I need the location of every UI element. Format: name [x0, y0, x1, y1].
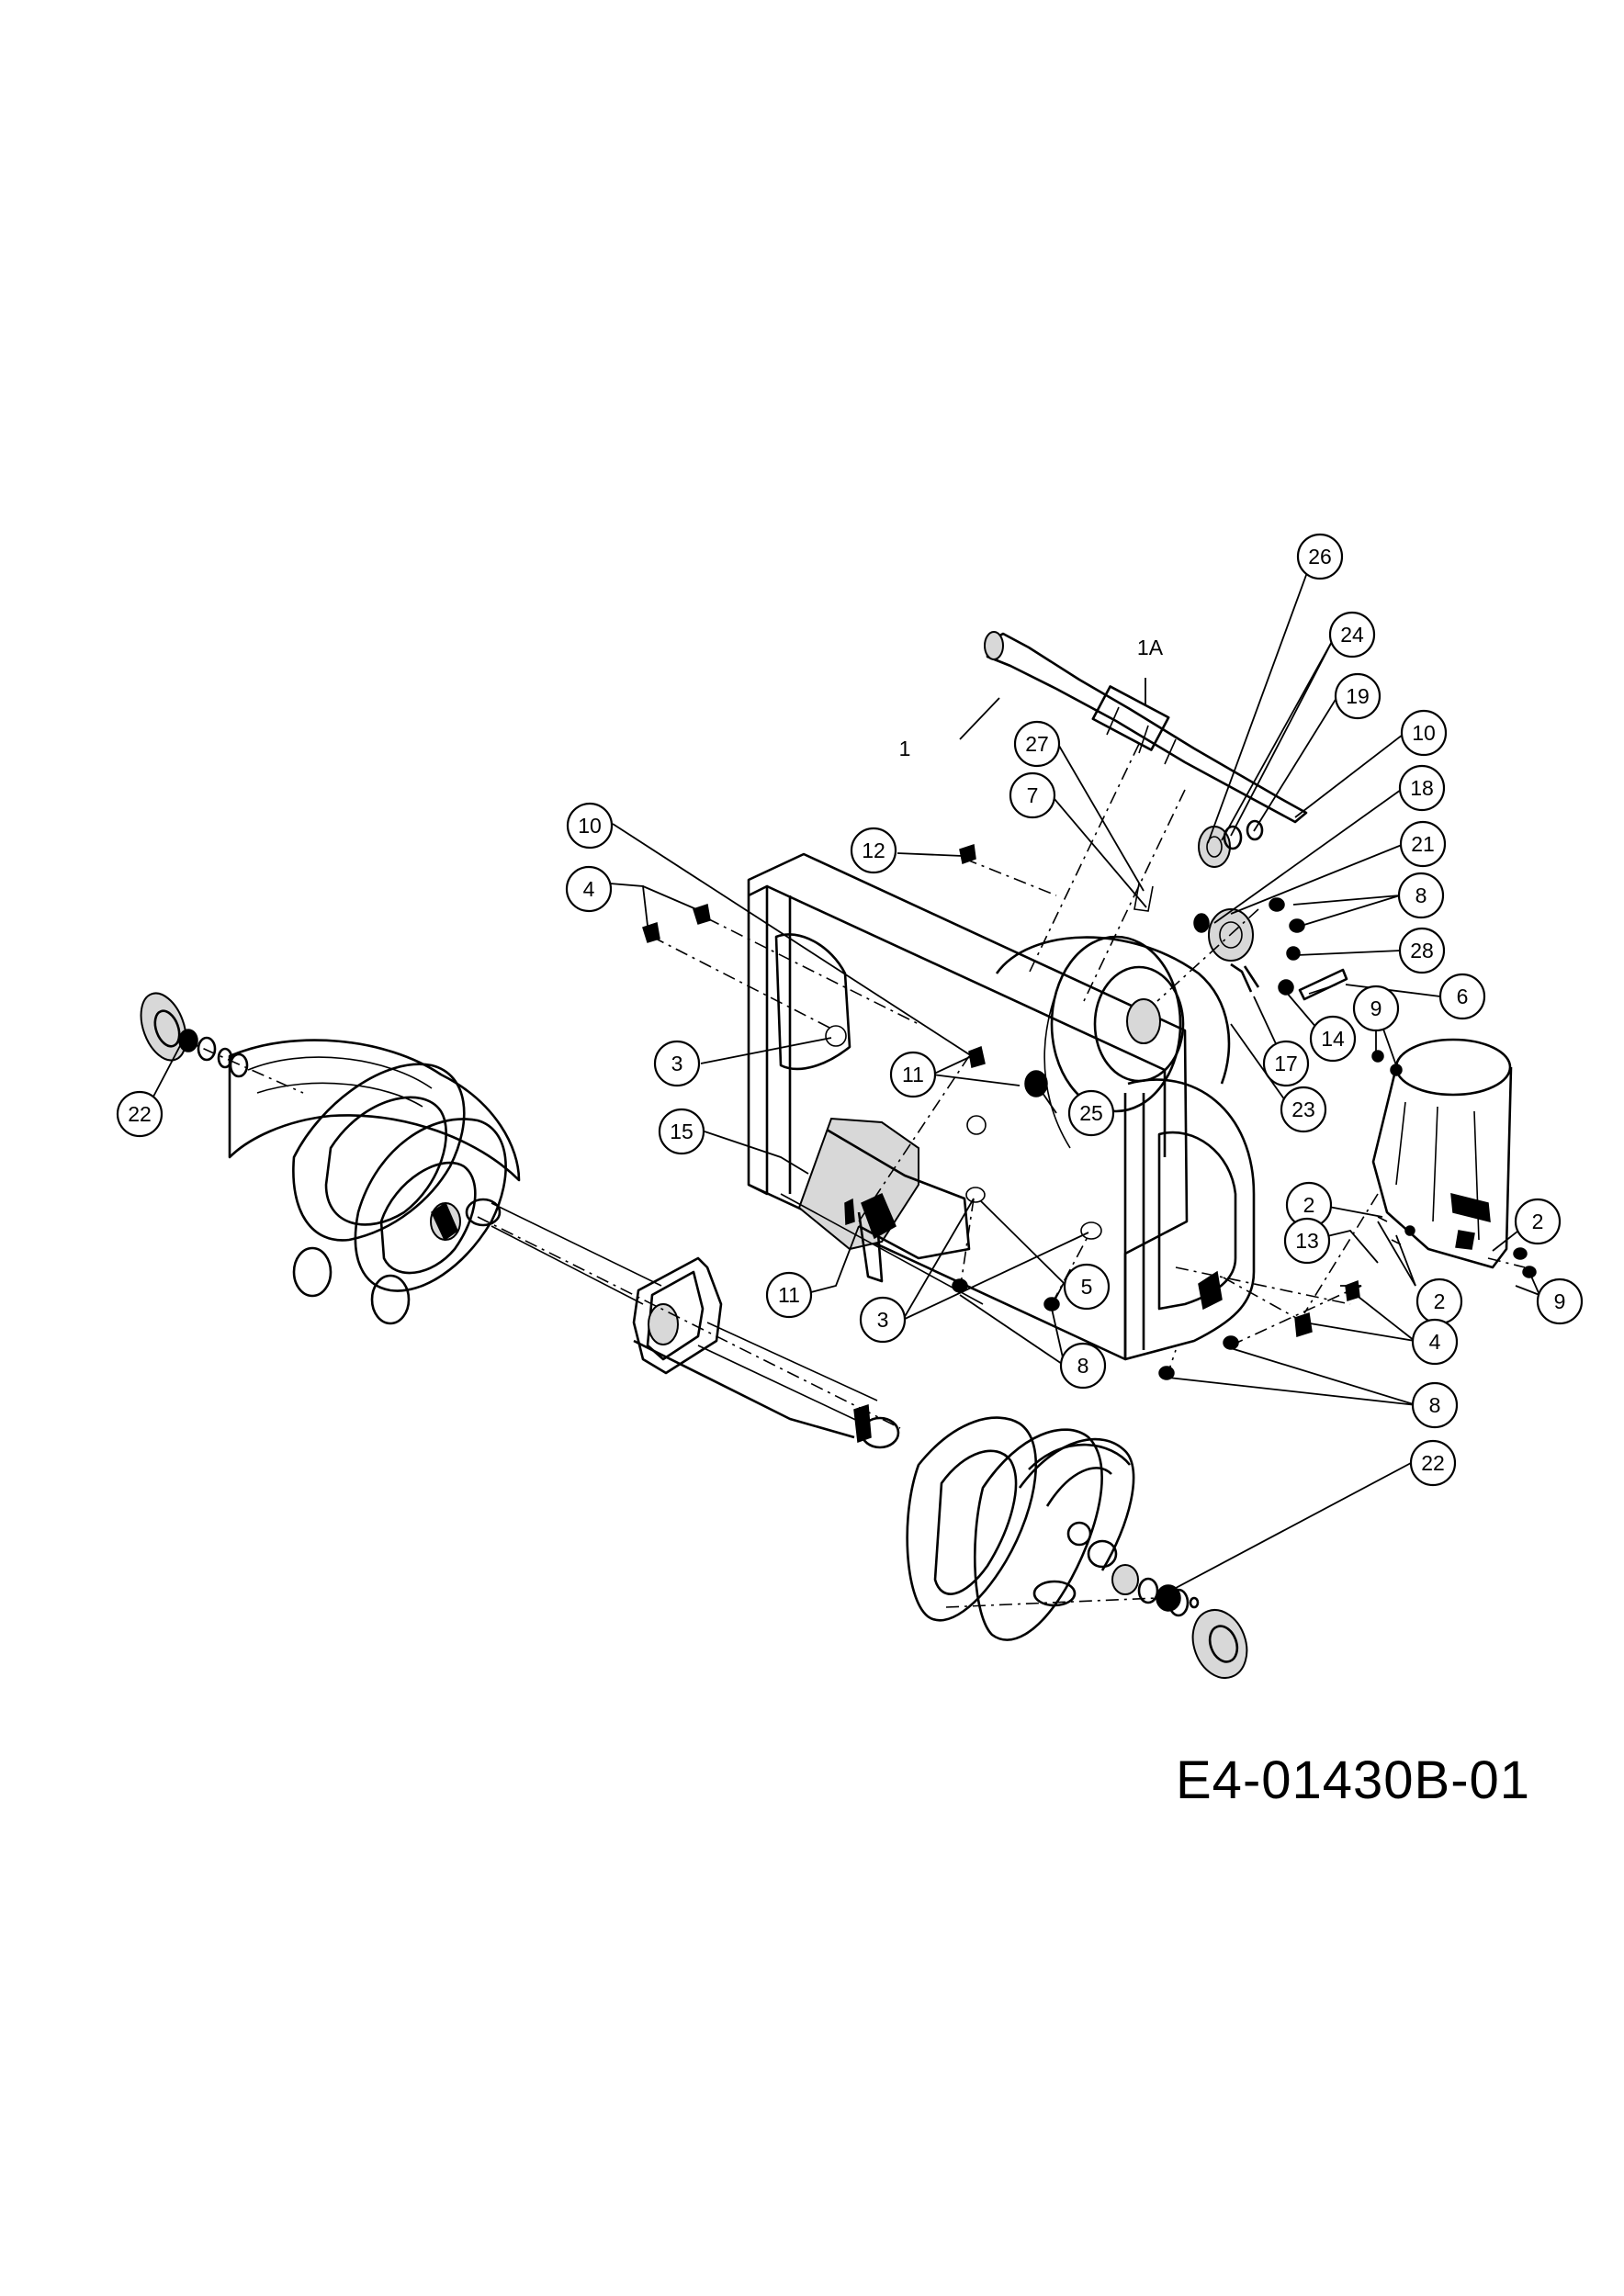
leader-lines	[143, 567, 1540, 1596]
svg-text:2: 2	[1532, 1210, 1544, 1233]
svg-text:10: 10	[578, 814, 602, 838]
callout-28: 28	[1398, 927, 1446, 974]
callout-18: 18	[1398, 764, 1446, 812]
svg-text:18: 18	[1410, 776, 1434, 800]
svg-text:23: 23	[1291, 1097, 1315, 1121]
callout-4-right: 4	[1411, 1318, 1459, 1366]
svg-text:6: 6	[1457, 985, 1469, 1008]
callout-12: 12	[850, 827, 897, 874]
callout-14: 14	[1309, 1015, 1357, 1063]
callout-6: 6	[1438, 973, 1486, 1020]
svg-text:21: 21	[1411, 832, 1435, 856]
gear-cover	[632, 1256, 855, 1439]
svg-text:3: 3	[671, 1052, 683, 1075]
fasteners	[642, 844, 1360, 1380]
callout-3-upper: 3	[653, 1040, 701, 1087]
callout-17: 17	[1262, 1040, 1310, 1087]
callout-11-lower: 11	[765, 1271, 813, 1319]
callout-9-upper: 9	[1352, 985, 1400, 1032]
callout-9-lower: 9	[1536, 1277, 1584, 1325]
callout-15: 15	[658, 1108, 705, 1155]
callout-22-right: 22	[1409, 1439, 1457, 1487]
callout-2-right: 2	[1514, 1198, 1562, 1245]
auger-housing	[747, 852, 1256, 1361]
label-1A: 1A	[1137, 636, 1164, 659]
left-auger	[228, 1039, 521, 1325]
callout-19: 19	[1334, 672, 1382, 720]
bearing-stack	[1193, 819, 1348, 1001]
right-bearing	[1137, 1577, 1248, 1679]
callout-2-lower: 2	[1415, 1277, 1463, 1325]
svg-text:12: 12	[862, 838, 885, 862]
svg-text:27: 27	[1025, 732, 1049, 756]
svg-text:9: 9	[1370, 996, 1382, 1020]
svg-text:28: 28	[1410, 939, 1434, 962]
callout-26: 26	[1296, 533, 1344, 580]
svg-text:8: 8	[1415, 884, 1427, 907]
callout-24: 24	[1328, 611, 1376, 658]
svg-text:11: 11	[778, 1283, 800, 1307]
callout-23: 23	[1280, 1086, 1327, 1133]
svg-text:3: 3	[877, 1308, 889, 1332]
parts-drawing	[140, 567, 1540, 1679]
svg-text:15: 15	[670, 1120, 694, 1143]
callout-10-upper: 10	[1400, 709, 1448, 757]
assembly-lines	[178, 743, 1526, 1608]
right-auger	[906, 1416, 1139, 1641]
svg-text:26: 26	[1308, 545, 1332, 568]
callout-3-lower: 3	[859, 1296, 907, 1344]
callout-13: 13	[1283, 1217, 1331, 1265]
drawing-code: E4-01430B-01	[1176, 1750, 1531, 1810]
drive-shaft	[984, 631, 1308, 824]
svg-text:22: 22	[1421, 1451, 1445, 1475]
callout-8-upper: 8	[1397, 872, 1445, 919]
callout-5: 5	[1063, 1263, 1111, 1311]
callout-7: 7	[1009, 771, 1056, 819]
svg-text:19: 19	[1346, 684, 1370, 708]
svg-text:22: 22	[128, 1102, 152, 1126]
svg-text:4: 4	[1429, 1330, 1441, 1354]
svg-text:17: 17	[1274, 1052, 1298, 1075]
callout-10-left: 10	[566, 802, 614, 850]
discharge-chute	[1371, 1038, 1537, 1278]
callout-4-left: 4	[565, 865, 613, 913]
callout-8-lower: 8	[1411, 1381, 1459, 1429]
callout-21: 21	[1399, 820, 1447, 868]
left-bearing	[140, 992, 249, 1078]
svg-text:8: 8	[1429, 1393, 1441, 1417]
svg-text:10: 10	[1412, 721, 1436, 745]
svg-text:2: 2	[1434, 1289, 1446, 1313]
svg-text:5: 5	[1081, 1275, 1093, 1299]
callout-22-left: 22	[116, 1090, 164, 1138]
svg-text:11: 11	[902, 1063, 924, 1086]
svg-text:9: 9	[1554, 1289, 1566, 1313]
callout-27: 27	[1013, 720, 1061, 768]
svg-text:2: 2	[1303, 1193, 1315, 1217]
callout-8-center: 8	[1059, 1342, 1107, 1390]
callout-25: 25	[1067, 1089, 1115, 1137]
svg-text:8: 8	[1077, 1354, 1089, 1378]
label-1: 1	[899, 737, 911, 760]
gearbox-impeller	[780, 1117, 984, 1305]
svg-text:13: 13	[1295, 1229, 1319, 1253]
svg-text:4: 4	[583, 877, 595, 901]
callout-11-upper: 11	[889, 1051, 937, 1098]
auger-shaft	[465, 1198, 901, 1449]
svg-text:25: 25	[1079, 1101, 1103, 1125]
svg-text:14: 14	[1321, 1027, 1345, 1051]
plain-labels: 1 1A	[899, 636, 1164, 760]
svg-text:24: 24	[1340, 623, 1364, 647]
svg-text:7: 7	[1027, 783, 1039, 807]
